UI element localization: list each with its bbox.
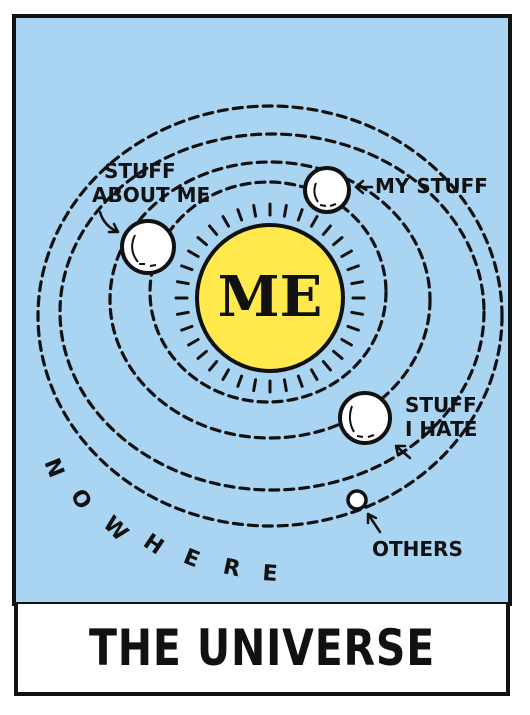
sun-ray — [310, 368, 319, 381]
caption-title: THE UNIVERSE — [88, 619, 436, 677]
orbit-3 — [58, 132, 486, 492]
nowhere-letter: R — [221, 554, 243, 582]
sun-ray — [236, 374, 244, 388]
sun-ray — [187, 249, 200, 258]
planet-stuff-about-me — [120, 219, 176, 275]
planet-my-stuff — [303, 166, 351, 214]
caption-box: THE UNIVERSE — [14, 604, 510, 696]
arrow-stuff-i-hate — [394, 444, 412, 460]
sun-ray — [208, 224, 219, 236]
sun-ray — [208, 360, 219, 372]
orbit-4 — [36, 104, 504, 528]
planet-stuff-i-hate — [338, 391, 392, 445]
sun-ray — [180, 264, 194, 272]
sun-label: ME — [218, 264, 323, 330]
arrow-others — [366, 512, 382, 534]
sun-ray — [296, 208, 304, 222]
sun-ray — [282, 203, 288, 218]
sun-ray — [196, 236, 208, 247]
label-my-stuff: MY STUFF — [375, 174, 488, 198]
label-others: OTHERS — [372, 537, 463, 561]
sun-ray — [296, 374, 304, 388]
sun-ray — [236, 208, 244, 222]
arrow-my-stuff — [354, 179, 374, 195]
sun-ray — [175, 310, 190, 316]
sun-ray — [321, 360, 332, 372]
label-stuff-i-hate-line2: I HATE — [405, 417, 477, 441]
sun-ray — [282, 378, 288, 393]
sun-ray — [340, 249, 353, 258]
sun-ray — [332, 349, 344, 360]
sun-ray — [346, 264, 360, 272]
sun-ray — [310, 215, 319, 228]
sun-ray — [252, 203, 258, 218]
sun-ray — [187, 338, 200, 347]
sun — [195, 223, 345, 373]
sun-ray — [346, 324, 360, 332]
sun-ray — [175, 280, 190, 286]
sun-ray — [321, 224, 332, 236]
nowhere-letter: E — [262, 561, 279, 587]
sun-ray — [180, 324, 194, 332]
sun-ray — [252, 378, 258, 393]
arrow-stuff-about-me — [98, 210, 120, 234]
sun-rays — [174, 202, 366, 394]
orbit-1 — [148, 180, 388, 404]
sun-ray — [332, 236, 344, 247]
sun-ray — [221, 368, 230, 381]
sun-ray — [221, 215, 230, 228]
sun-ray — [340, 338, 353, 347]
label-stuff-i-hate-line1: STUFF — [405, 393, 477, 417]
sun-ray — [350, 280, 365, 286]
sun-ray — [350, 310, 365, 316]
label-stuff-about-me-line1: STUFF — [104, 159, 176, 183]
orbit-2 — [108, 160, 432, 440]
label-stuff-about-me-line2: ABOUT ME — [92, 183, 210, 207]
planet-others — [346, 489, 368, 511]
sun-ray — [196, 349, 208, 360]
